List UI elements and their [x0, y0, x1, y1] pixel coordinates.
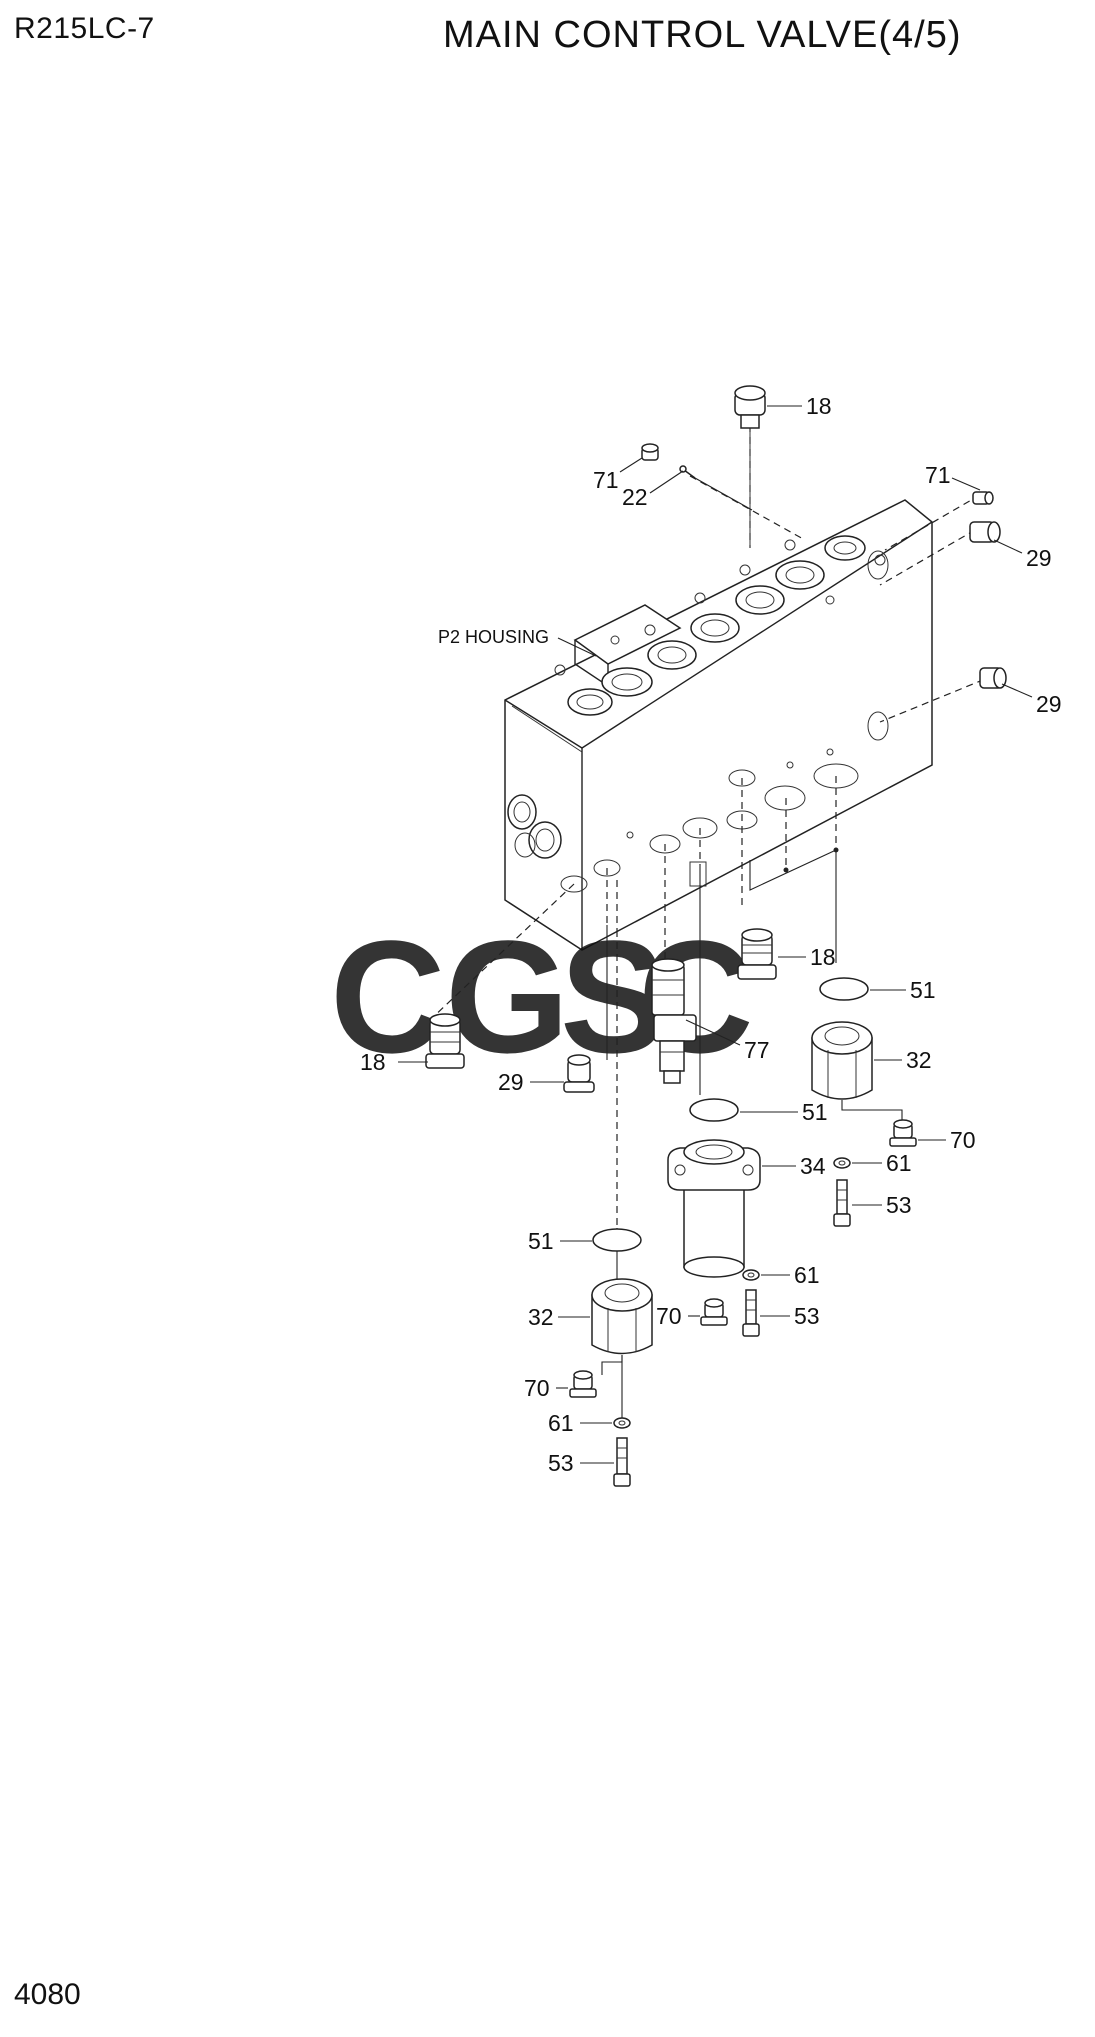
- cover-32-left: [558, 1278, 653, 1418]
- callout-29-mid: 29: [1036, 691, 1062, 717]
- plug-70-right: [889, 1119, 946, 1147]
- bolt-53-left: [580, 1437, 631, 1487]
- washer-61-center: [742, 1269, 790, 1281]
- callout-32-left: 32: [528, 1304, 554, 1330]
- o-ring-51-center: [689, 1098, 798, 1122]
- callout-29-upper: 29: [1026, 545, 1052, 571]
- plug-29-mid: [979, 667, 1033, 698]
- plug-29-upper: [969, 521, 1023, 554]
- housing-34: [667, 1139, 796, 1278]
- callout-77: 77: [744, 1037, 770, 1063]
- plug-71-right: [951, 477, 994, 505]
- callout-70-center: 70: [656, 1303, 682, 1329]
- plug-18-left: [398, 1013, 465, 1069]
- callout-51-right: 51: [910, 977, 936, 1003]
- callout-61-left: 61: [548, 1410, 574, 1436]
- callout-71-left: 71: [593, 467, 619, 493]
- page-title: MAIN CONTROL VALVE(4/5): [443, 14, 962, 56]
- callout-18-mid: 18: [810, 944, 836, 970]
- callout-34: 34: [800, 1153, 826, 1179]
- callout-51-left: 51: [528, 1228, 554, 1254]
- watermark-cgsc: C G S C: [330, 907, 754, 1086]
- washer-61-right: [833, 1157, 882, 1169]
- callout-29-lower: 29: [498, 1069, 524, 1095]
- page-number: 4080: [14, 1978, 81, 2011]
- valve-77: [651, 958, 741, 1084]
- plug-71-left: [619, 443, 659, 473]
- watermark-letter-g: G: [445, 907, 569, 1086]
- valve-housing: [504, 499, 933, 951]
- o-ring-51-left: [560, 1228, 642, 1252]
- o-ring-51-right: [819, 977, 906, 1001]
- callout-18-top: 18: [806, 393, 832, 419]
- plug-70-left: [556, 1370, 597, 1398]
- bolt-53-center: [742, 1289, 790, 1337]
- housing-label: P2 HOUSING: [438, 627, 549, 647]
- plug-18-mid: [737, 928, 806, 980]
- callout-61-center: 61: [794, 1262, 820, 1288]
- model-number: R215LC-7: [14, 12, 155, 45]
- callout-71-right: 71: [925, 462, 951, 488]
- callout-61-right: 61: [886, 1150, 912, 1176]
- callout-53-left: 53: [548, 1450, 574, 1476]
- callout-51-center: 51: [802, 1099, 828, 1125]
- pin-22: [649, 465, 753, 511]
- callout-22: 22: [622, 484, 648, 510]
- callout-70-right: 70: [950, 1127, 976, 1153]
- callout-18-left: 18: [360, 1049, 386, 1075]
- callout-70-left: 70: [524, 1375, 550, 1401]
- callout-53-center: 53: [794, 1303, 820, 1329]
- plug-18-top: [734, 385, 802, 429]
- cover-32-right: [811, 1021, 903, 1122]
- plug-70-center: [688, 1298, 728, 1326]
- assembly-center-lines: [429, 425, 996, 1288]
- washer-61-left: [580, 1417, 631, 1429]
- callout-32-right: 32: [906, 1047, 932, 1073]
- plug-29-lower: [530, 1054, 595, 1093]
- callout-53-right: 53: [886, 1192, 912, 1218]
- bolt-53-right: [833, 1179, 882, 1227]
